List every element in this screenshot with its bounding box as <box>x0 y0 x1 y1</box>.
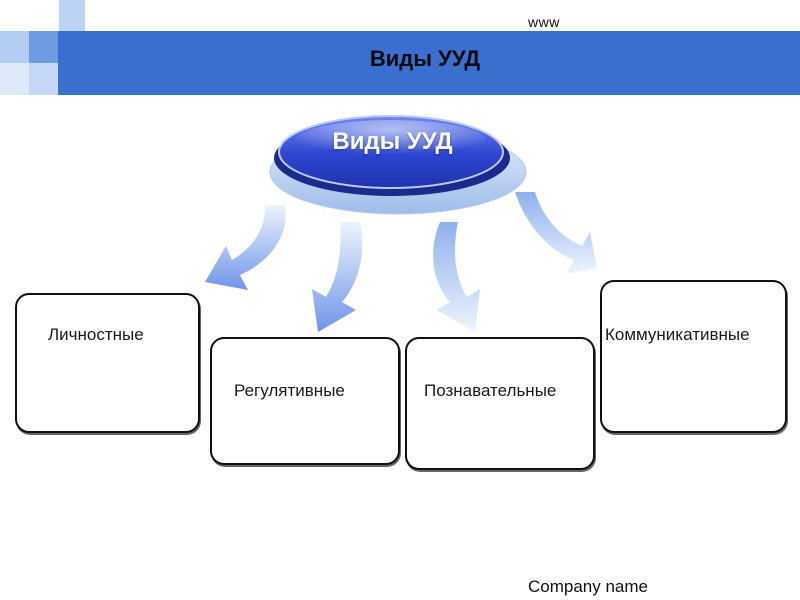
center-label: Виды УУД <box>332 128 453 155</box>
website-label: www <box>528 14 560 30</box>
slide-title: Виды УУД <box>369 46 481 71</box>
decor-square <box>29 31 58 63</box>
box-poznavatelnye <box>405 337 595 470</box>
arrow-to-kommunikativnye <box>515 192 597 274</box>
decor-square <box>0 63 29 95</box>
company-name: Company name <box>528 577 649 596</box>
box-label-lichnostnye: Личностные <box>48 325 144 344</box>
arrow-to-regulyativnye <box>312 222 363 332</box>
arrow-to-poznavatelnye <box>433 222 480 332</box>
title-banner <box>58 31 800 95</box>
box-regulyativnye <box>210 337 400 465</box>
box-kommunikativnye <box>600 280 787 433</box>
box-label-kommunikativnye: Коммуникативные <box>605 325 750 344</box>
decor-square <box>29 63 58 95</box>
box-label-regulyativnye: Регулятивные <box>234 381 345 400</box>
box-lichnostnye <box>15 293 200 433</box>
website-text: www <box>528 14 708 31</box>
decor-square <box>0 31 29 63</box>
box-label-poznavatelnye: Познавательные <box>424 381 557 400</box>
arrow-to-lichnostnye <box>205 205 286 290</box>
decor-square <box>59 0 85 31</box>
center-ellipse <box>269 115 527 215</box>
